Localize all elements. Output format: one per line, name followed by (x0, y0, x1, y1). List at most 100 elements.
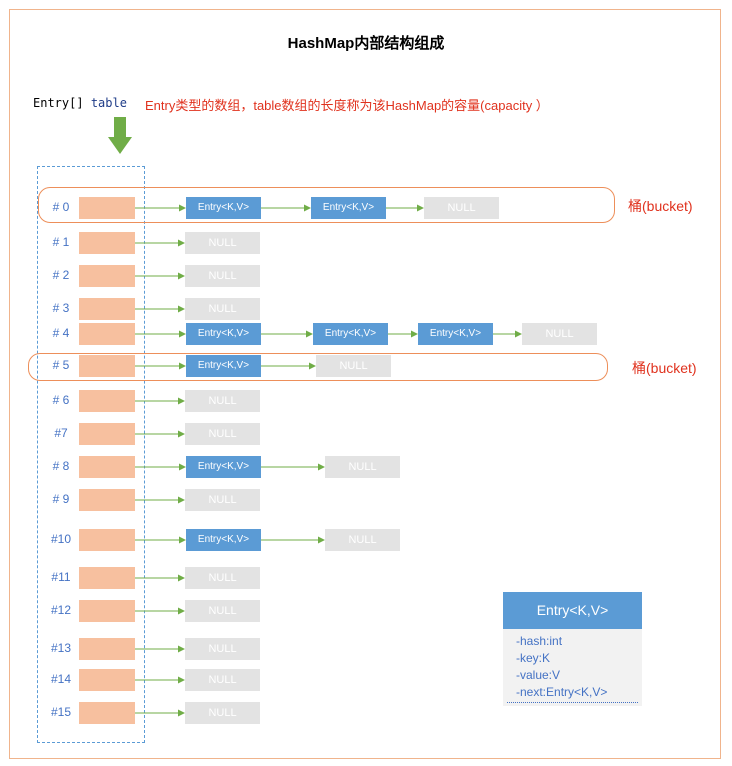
table-cell (79, 702, 135, 724)
row-index-label: #11 (51, 570, 71, 584)
table-cell (79, 265, 135, 287)
entry-class-box: Entry<K,V> -hash:int -key:K -value:V -ne… (503, 592, 642, 706)
chain-link-arrowhead (306, 330, 313, 338)
row-index-label: # 3 (52, 301, 70, 315)
table-cell (79, 423, 135, 445)
chain-link-arrowhead (179, 362, 186, 370)
row-index-label: #12 (50, 603, 72, 617)
entry-node: Entry<K,V> (186, 355, 261, 377)
chain-link-arrowhead (178, 645, 185, 653)
chain-link-arrowhead (178, 574, 185, 582)
null-node: NULL (325, 456, 400, 478)
null-node: NULL (185, 423, 260, 445)
table-cell (79, 232, 135, 254)
entry-field: -key:K (516, 651, 551, 665)
row-index-label: # 1 (52, 235, 70, 249)
chain-link-arrowhead (411, 330, 418, 338)
entry-node: Entry<K,V> (311, 197, 386, 219)
null-node: NULL (185, 638, 260, 660)
table-cell (79, 456, 135, 478)
chain-link-arrowhead (179, 463, 186, 471)
table-cell (79, 390, 135, 412)
entry-field: -next:Entry<K,V> (516, 685, 608, 699)
entry-node: Entry<K,V> (418, 323, 493, 345)
entry-node: Entry<K,V> (186, 323, 261, 345)
null-node: NULL (185, 390, 260, 412)
row-index-label: # 5 (52, 358, 70, 372)
null-node: NULL (185, 232, 260, 254)
bucket-label: 桶(bucket) (628, 198, 693, 214)
code-declaration: Entry[] table (33, 96, 127, 110)
chain-link-arrowhead (318, 463, 325, 471)
null-node: NULL (325, 529, 400, 551)
down-arrow-icon (108, 117, 132, 154)
entry-class-fields: -hash:int -key:K -value:V -next:Entry<K,… (503, 629, 642, 701)
table-cell (79, 298, 135, 320)
chain-link-arrowhead (304, 204, 311, 212)
chain-link-arrowhead (309, 362, 316, 370)
chain-link-arrowhead (178, 607, 185, 615)
null-node: NULL (185, 489, 260, 511)
chain-link-arrowhead (178, 496, 185, 504)
array-description: Entry类型的数组，table数组的长度称为该HashMap的容量(capac… (145, 98, 549, 113)
code-name: table (90, 96, 127, 110)
bucket-outline (28, 353, 608, 381)
table-cell (79, 529, 135, 551)
table-cell (79, 323, 135, 345)
null-node: NULL (185, 265, 260, 287)
diagram-frame (9, 9, 721, 759)
row-index-label: # 2 (52, 268, 70, 282)
entry-node: Entry<K,V> (313, 323, 388, 345)
chain-link-arrowhead (178, 676, 185, 684)
chain-link-arrowhead (179, 204, 186, 212)
chain-link-arrowhead (178, 239, 185, 247)
row-index-label: # 6 (52, 393, 70, 407)
chain-link-arrowhead (178, 430, 185, 438)
table-cell (79, 567, 135, 589)
null-node: NULL (424, 197, 499, 219)
chain-link-arrowhead (417, 204, 424, 212)
row-index-label: #7 (54, 426, 68, 440)
row-index-label: # 0 (52, 200, 70, 214)
entry-field: -hash:int (516, 634, 563, 648)
table-cell (79, 197, 135, 219)
entry-class-divider (507, 702, 638, 703)
entry-node: Entry<K,V> (186, 529, 261, 551)
code-type: Entry[] (33, 96, 84, 110)
row-index-label: # 8 (52, 459, 70, 473)
table-cell (79, 355, 135, 377)
table-cell (79, 600, 135, 622)
chain-link-arrowhead (318, 536, 325, 544)
entry-node: Entry<K,V> (186, 197, 261, 219)
null-node: NULL (185, 298, 260, 320)
null-node: NULL (316, 355, 391, 377)
table-cell (79, 638, 135, 660)
chain-link-arrowhead (178, 272, 185, 280)
chain-link-arrowhead (515, 330, 522, 338)
row-index-label: # 4 (52, 326, 70, 340)
row-index-label: #15 (50, 705, 72, 719)
entry-field: -value:V (516, 668, 561, 682)
table-cell (79, 669, 135, 691)
chain-link-arrowhead (178, 397, 185, 405)
null-node: NULL (185, 567, 260, 589)
chain-link-arrowhead (178, 709, 185, 717)
chain-link-arrowhead (179, 330, 186, 338)
bucket-label: 桶(bucket) (632, 360, 697, 376)
row-index-label: # 9 (52, 492, 70, 506)
chain-link-arrowhead (178, 305, 185, 313)
chain-link-arrowhead (179, 536, 186, 544)
table-array (37, 166, 145, 743)
null-node: NULL (522, 323, 597, 345)
table-cell (79, 489, 135, 511)
null-node: NULL (185, 669, 260, 691)
row-index-label: #13 (50, 641, 72, 655)
row-index-label: #10 (50, 532, 72, 546)
row-index-label: #14 (50, 672, 72, 686)
null-node: NULL (185, 600, 260, 622)
diagram-title: HashMap内部结构组成 (287, 35, 445, 52)
bucket-outline (38, 187, 615, 223)
entry-node: Entry<K,V> (186, 456, 261, 478)
entry-class-title: Entry<K,V> (503, 592, 642, 629)
